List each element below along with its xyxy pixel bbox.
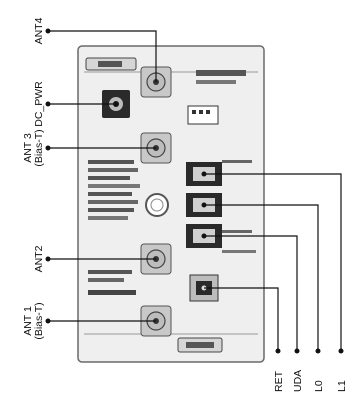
uda-leader <box>204 235 298 351</box>
ant1-dot <box>45 318 51 324</box>
ant3-label-line1: ANT 3 <box>22 133 34 163</box>
ret-leader <box>204 287 279 351</box>
ant1-label-line2: (Bias-T) <box>33 302 45 339</box>
ant2-dot <box>45 256 51 262</box>
left-leader-dots <box>45 28 51 324</box>
ret-dot <box>275 348 281 354</box>
mounting-hole <box>145 193 169 217</box>
uda-dot <box>294 348 300 354</box>
dc-pwr-label: DC_PWR <box>33 81 45 127</box>
ant2-connector <box>140 243 172 275</box>
ant4-leader <box>48 30 157 82</box>
l0-leader <box>204 204 319 351</box>
ant4-dot <box>45 28 51 34</box>
ant4-label: ANT4 <box>33 17 45 44</box>
ant3-label-line2: (Bias-T) <box>33 129 45 166</box>
ant3-dot <box>45 145 51 151</box>
component-stripes <box>88 160 256 295</box>
ant2-label: ANT2 <box>33 245 45 272</box>
uda-label: UDA <box>292 370 304 392</box>
l0-label: L0 <box>313 380 325 392</box>
ant1-label-line1: ANT 1 <box>22 306 34 336</box>
header-connector <box>187 105 219 125</box>
bottom-leader-dots <box>275 348 344 354</box>
l0-dot <box>315 348 321 354</box>
bottom-hardware <box>177 337 223 353</box>
bottom-leader-lines <box>204 173 342 351</box>
l1-label: L1 <box>336 380 348 392</box>
l1-dot <box>338 348 344 354</box>
left-leader-lines <box>48 30 157 322</box>
ret-label: RET <box>273 370 285 392</box>
dc-pwr-dot <box>45 101 51 107</box>
top-hardware <box>85 57 246 125</box>
l1-leader <box>204 173 342 351</box>
